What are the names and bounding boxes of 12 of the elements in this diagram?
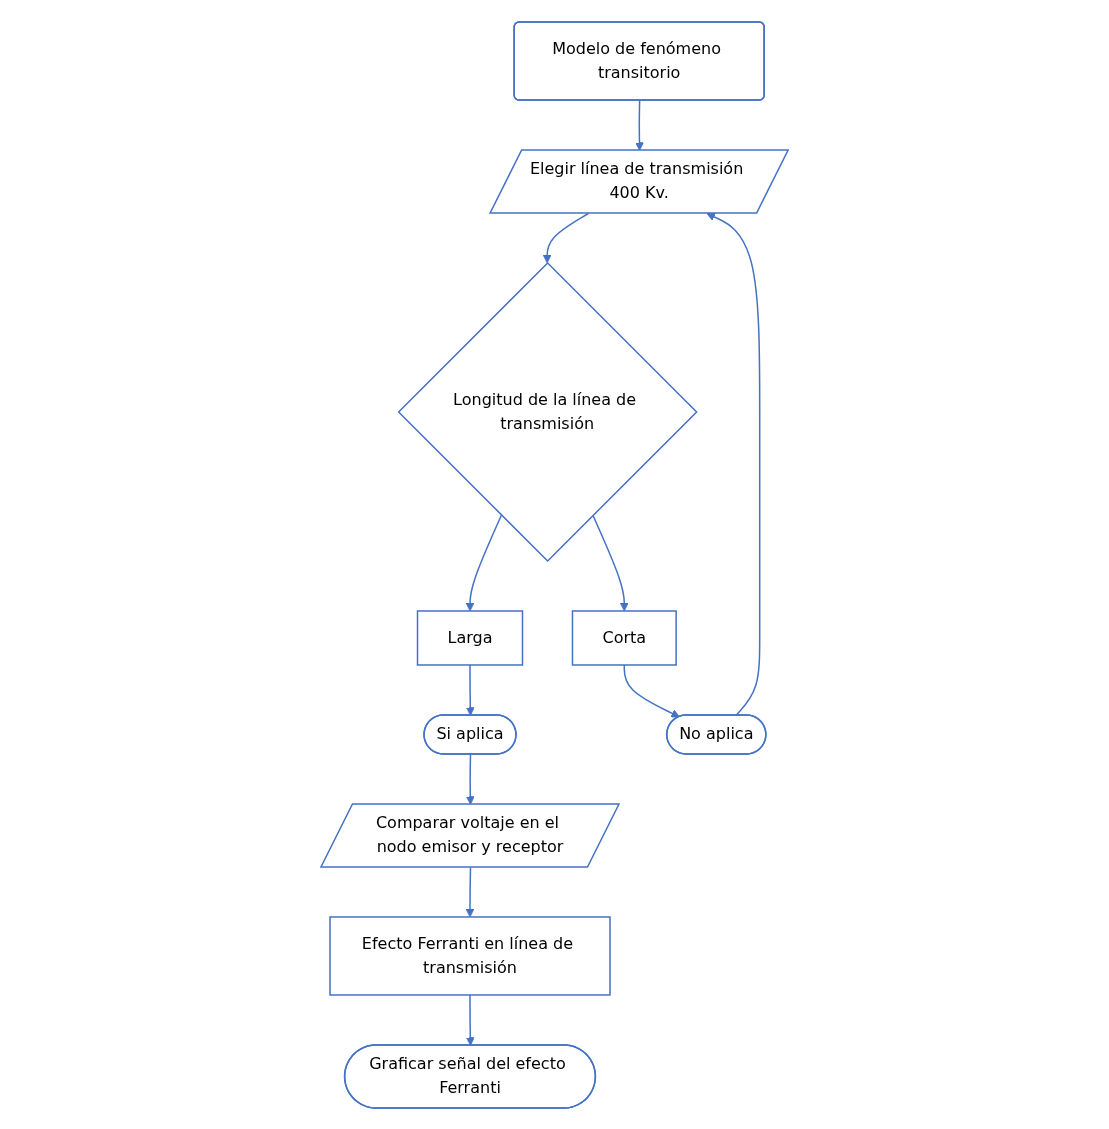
arrow — [542, 212, 590, 263]
node-box: Larga — [416, 609, 524, 666]
arrow — [465, 993, 475, 1046]
arrow — [623, 663, 680, 717]
node-diamond: Longitud de la línea de transmisión — [397, 261, 698, 562]
node-box: Efecto Ferranti en línea de transmisión — [329, 915, 611, 996]
arrow — [465, 866, 475, 917]
arrow — [465, 514, 503, 611]
node-box: Corta — [571, 609, 677, 666]
arrow — [592, 514, 629, 611]
arrow — [465, 663, 475, 716]
arrow — [706, 212, 761, 716]
